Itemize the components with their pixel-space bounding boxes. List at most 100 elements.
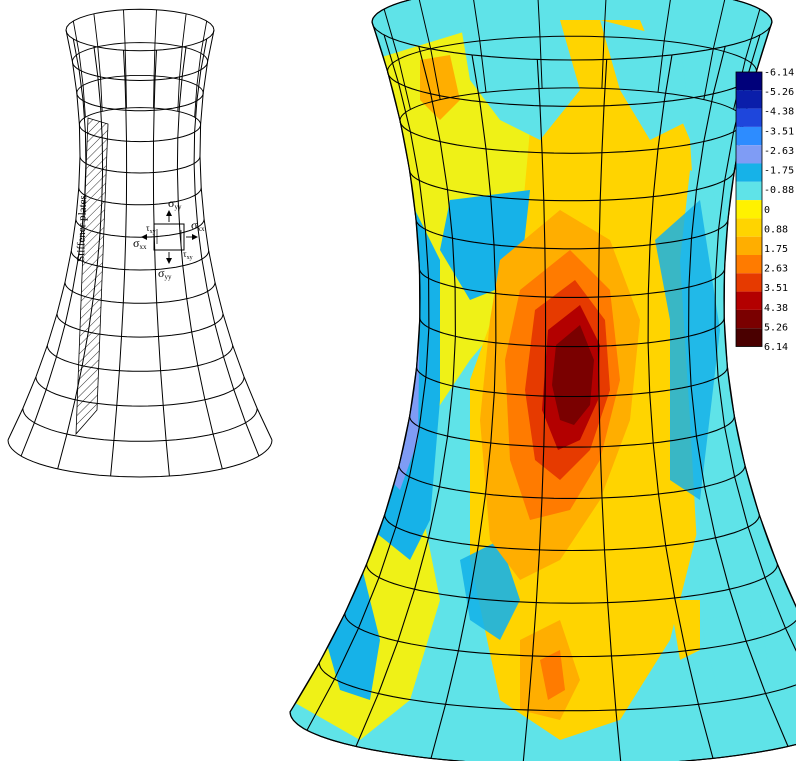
- legend-label: 5.26: [764, 322, 788, 333]
- sigma-yy-top-sub: yy: [174, 203, 182, 211]
- contour-ring: [418, 268, 726, 298]
- sigma-yy-bottom-sub: yy: [164, 273, 172, 281]
- contour-ring: [415, 218, 729, 250]
- contour-meridian: [430, 54, 497, 759]
- legend-swatch: [736, 108, 762, 127]
- wireframe-inner-meridian: [194, 20, 208, 118]
- wireframe-ring: [56, 313, 224, 338]
- legend-swatch: [736, 255, 762, 274]
- contour-inner-meridian: [473, 0, 487, 93]
- legend-label: 3.51: [764, 283, 788, 294]
- contour-ring: [318, 662, 796, 712]
- legend-label: -2.63: [764, 146, 794, 157]
- legend-swatch: [736, 309, 762, 329]
- wireframe-ring: [65, 8, 215, 52]
- wireframe-ring: [7, 439, 273, 478]
- legend-swatch: [736, 163, 762, 182]
- svg-text:τxy: τxy: [183, 249, 193, 261]
- wireframe-inner-meridian: [177, 13, 187, 112]
- legend-label: -6.14: [764, 68, 794, 79]
- stress-element: σyy σyy σxx σxx τxy τxy: [133, 196, 205, 281]
- contour-ring: [366, 564, 778, 604]
- wireframe-meridian: [193, 38, 260, 457]
- wireframe-meridian: [199, 29, 273, 441]
- wireframe-inner-meridian: [153, 9, 157, 109]
- sigma-yy-top: σ: [168, 196, 175, 210]
- contour-meridian: [647, 54, 714, 759]
- legend-swatch: [736, 145, 762, 164]
- wireframe-meridian: [110, 50, 128, 477]
- wireframe-ring: [76, 93, 204, 112]
- sigma-xx-right-sub: xx: [197, 225, 205, 233]
- legend-swatch: [736, 218, 762, 237]
- legend-label: 4.38: [764, 303, 788, 314]
- contour-meridian: [522, 59, 547, 761]
- tau-xy-left: τ: [146, 223, 150, 233]
- legend-label: 6.14: [764, 342, 788, 353]
- legend-frame: [735, 71, 763, 347]
- legend-label: -1.75: [764, 166, 794, 177]
- wireframe-ring: [70, 250, 210, 271]
- svg-text:σxx: σxx: [191, 218, 205, 233]
- wireframe-inner-meridian: [72, 20, 86, 118]
- contour-ring: [344, 613, 796, 658]
- contour-ring: [399, 120, 745, 154]
- wireframe-ring: [35, 376, 245, 407]
- legend-swatch: [736, 200, 762, 219]
- legend-swatch: [736, 181, 762, 201]
- legend-swatch: [736, 328, 762, 347]
- contour-ring: [409, 416, 735, 448]
- legend-label: 0.88: [764, 224, 788, 235]
- legend-swatch: [736, 90, 762, 109]
- wireframe-meridian: [152, 50, 170, 477]
- svg-text:σyy: σyy: [168, 196, 182, 211]
- contour-tower: [289, 0, 796, 761]
- contour-meridian: [688, 46, 789, 747]
- contour-meridian: [714, 34, 796, 652]
- wireframe-meridian: [7, 29, 81, 441]
- svg-text:τxy: τxy: [146, 223, 156, 235]
- contour-inner-ring: [399, 87, 745, 121]
- wireframe-inner-ring: [71, 42, 209, 62]
- contour-ring: [408, 169, 736, 202]
- legend-label: 0: [764, 205, 770, 216]
- color-legend: -6.14-5.26-4.38-3.51-2.63-1.75-0.8800.88…: [735, 68, 794, 353]
- wireframe-inner-ring: [76, 74, 204, 94]
- tau-xy-right: τ: [183, 249, 187, 259]
- sigma-xx-left: σ: [133, 236, 140, 250]
- contour-meridian: [355, 46, 456, 747]
- wireframe-ring: [71, 61, 209, 82]
- svg-text:σxx: σxx: [133, 236, 147, 251]
- legend-label: -0.88: [764, 185, 794, 196]
- stiffener-label: Stiffener plates: [75, 195, 89, 262]
- wireframe-inner-meridian: [93, 13, 103, 112]
- legend-swatch: [736, 291, 762, 310]
- legend-swatch: [736, 273, 762, 292]
- legend-swatch: [736, 72, 762, 91]
- legend-label: -4.38: [764, 107, 794, 118]
- contour-meridian: [306, 34, 430, 731]
- contour-inner-meridian: [657, 0, 671, 93]
- legend-label: 1.75: [764, 244, 788, 255]
- wireframe-inner-ring: [78, 107, 202, 125]
- wireframe-ring: [64, 282, 216, 304]
- contour-inner-meridian: [537, 0, 543, 89]
- legend-label: 2.63: [764, 264, 788, 275]
- stiffener-plate-strip: Stiffener plates: [75, 117, 109, 436]
- contour-ring: [416, 366, 728, 398]
- contour-inner-meridian: [383, 8, 411, 110]
- wireframe-ring: [46, 345, 234, 372]
- sigma-xx-right: σ: [191, 218, 198, 232]
- contour-meridian: [597, 59, 622, 761]
- legend-swatch: [736, 236, 762, 255]
- legend-swatch: [736, 126, 762, 146]
- sigma-xx-left-sub: xx: [139, 243, 147, 251]
- contour-ring: [386, 71, 758, 107]
- contour-inner-ring: [387, 35, 757, 72]
- svg-text:σyy: σyy: [158, 266, 172, 281]
- tau-xy-right-sub: xy: [187, 255, 193, 261]
- wireframe-meridian: [20, 38, 87, 457]
- contour-inner-meridian: [601, 0, 607, 89]
- contour-inner-meridian: [418, 0, 441, 100]
